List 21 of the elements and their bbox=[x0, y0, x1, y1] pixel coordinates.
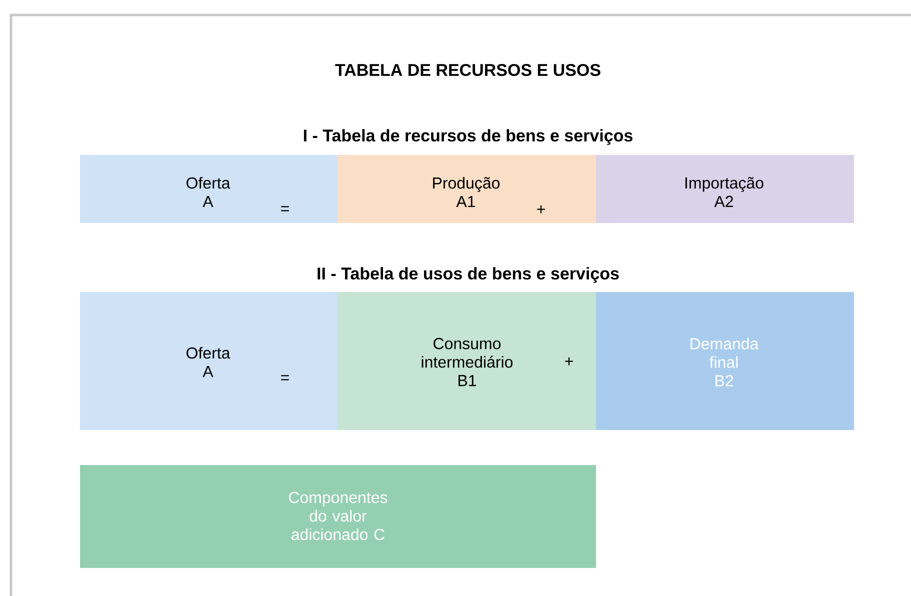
table-cell bbox=[596, 292, 854, 430]
table-cell bbox=[80, 292, 337, 430]
operator-sign: = bbox=[281, 375, 289, 380]
cell-text: Importação A2 bbox=[685, 177, 764, 207]
operator-sign: + bbox=[537, 205, 545, 214]
cell-text: Oferta A bbox=[186, 176, 230, 208]
section-heading: I - Tabela de recursos de bens e serviços bbox=[304, 129, 632, 145]
cell-text: Demanda final B2 bbox=[690, 338, 759, 386]
operator-sign: + bbox=[565, 357, 573, 366]
cell-text: Consumo intermediário B1 bbox=[422, 338, 513, 386]
table-cell bbox=[596, 154, 854, 223]
table-cell bbox=[80, 464, 596, 568]
section-heading: II - Tabela de usos de bens e serviços bbox=[318, 267, 619, 283]
cell-text: Oferta A bbox=[186, 346, 230, 378]
title: TABELA DE RECURSOS E USOS bbox=[335, 64, 600, 76]
table-cell bbox=[337, 292, 596, 430]
cell-text: Produção A1 bbox=[433, 176, 500, 208]
operator-sign: = bbox=[281, 206, 289, 212]
cell-text: Componentes do valor adicionado C bbox=[289, 492, 388, 540]
table-cell bbox=[80, 154, 337, 223]
table-cell bbox=[337, 154, 596, 223]
